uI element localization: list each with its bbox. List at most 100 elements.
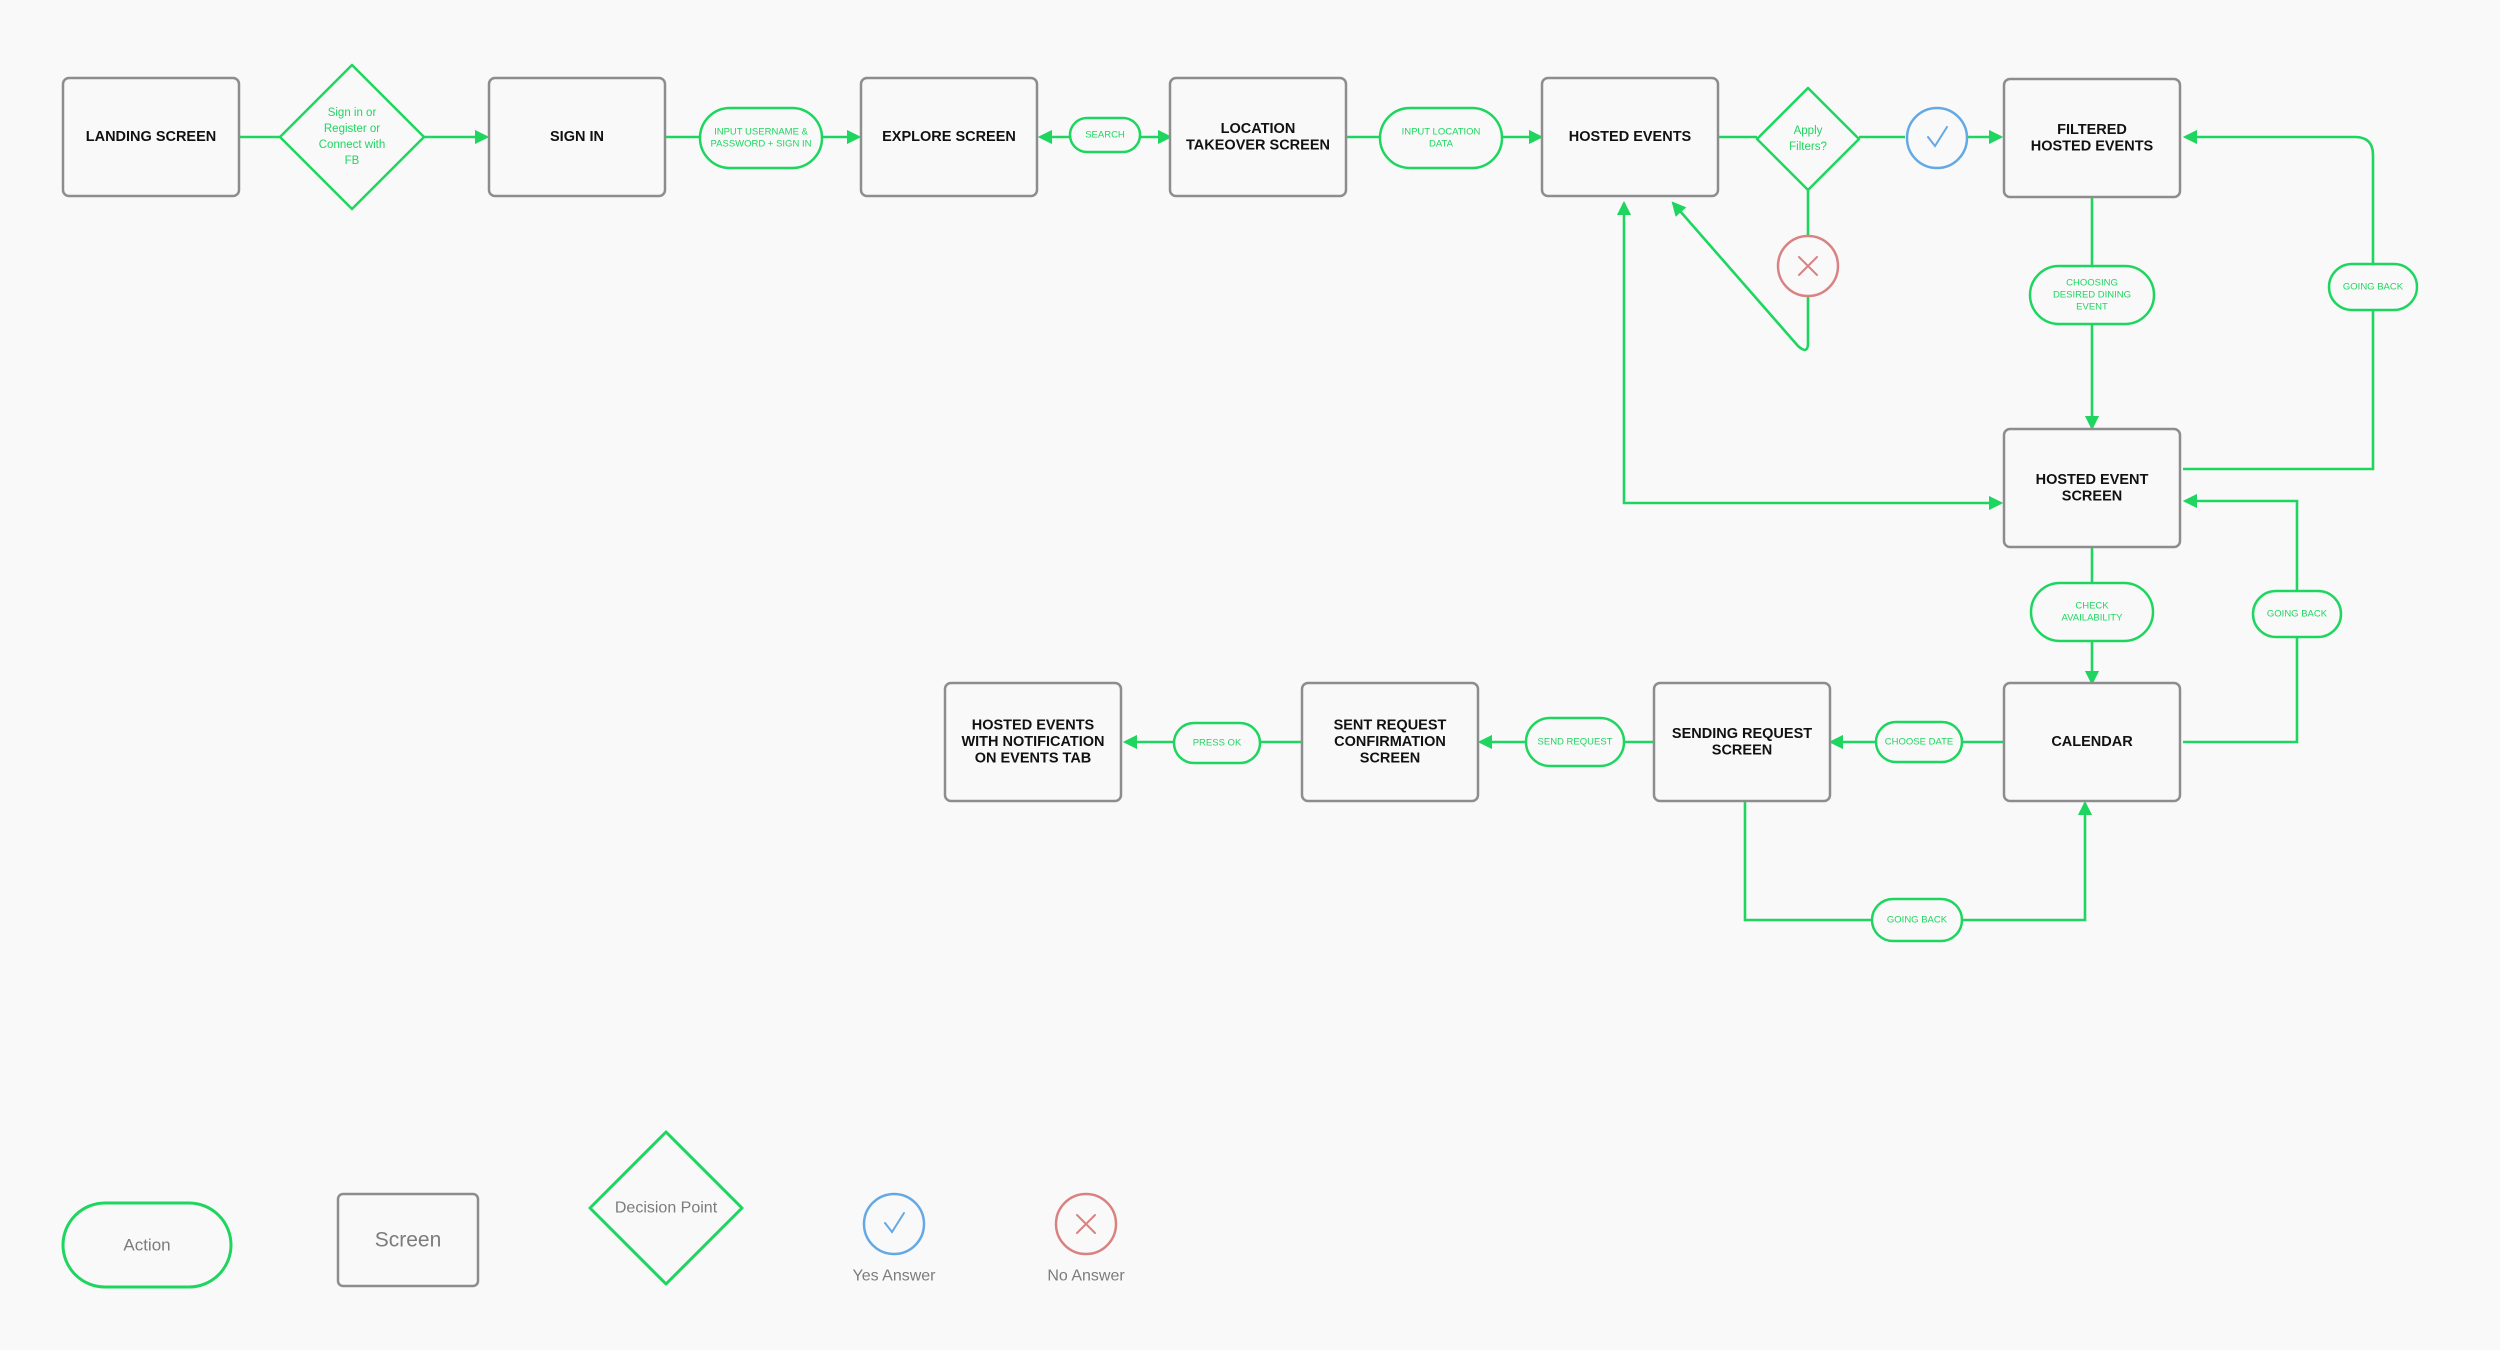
legend-no-label: No Answer — [1047, 1268, 1125, 1285]
input-location-label: INPUT LOCATION — [1402, 127, 1481, 138]
signin-decision-label: Connect with — [319, 139, 385, 151]
connector-sending-to-going-back-3 — [1743, 800, 1872, 922]
hosted-notification-label: ON EVENTS TAB — [975, 751, 1092, 767]
choose-date-action-pill — [1874, 720, 1964, 764]
legend-yes-label: Yes Answer — [852, 1268, 936, 1285]
going-back-3-label: GOING BACK — [1887, 915, 1948, 926]
choosing-label: DESIRED DINING — [2053, 290, 2131, 301]
input-location-action-pill — [1378, 106, 1504, 170]
node-input-user: INPUT USERNAME &PASSWORD + SIGN IN — [698, 106, 824, 170]
node-no-answer — [1776, 234, 1840, 298]
sent-confirmation-label: SENT REQUEST — [1334, 718, 1447, 734]
check-availability-label: AVAILABILITY — [2062, 613, 2124, 624]
connector-going-back-1-to-filtered — [2182, 129, 2375, 264]
going-back-1-action-pill — [2327, 262, 2419, 312]
node-going-back-2: GOING BACK — [2251, 589, 2343, 639]
going-back-3-action-pill — [1870, 897, 1964, 943]
x-icon — [1076, 1214, 1096, 1234]
explore-screen-box — [859, 76, 1039, 198]
node-yes-answer — [1905, 106, 1969, 170]
input-user-label: PASSWORD + SIGN IN — [711, 139, 812, 150]
explore-label: EXPLORE SCREEN — [882, 129, 1016, 145]
landing-screen-box — [61, 76, 241, 198]
yes-answer-circle — [1905, 106, 1969, 170]
apply-filters-decision-diamond — [1755, 86, 1861, 192]
node-going-back-3: GOING BACK — [1870, 897, 1964, 943]
filtered-label: FILTERED — [2057, 122, 2127, 138]
hosted-event-screen-label: SCREEN — [2062, 488, 2122, 504]
choosing-label: CHOOSING — [2066, 278, 2118, 289]
node-search: SEARCH — [1068, 116, 1142, 154]
connector-going-back-3-to-calendar — [1962, 800, 2093, 922]
hosted-notification-screen-box — [943, 681, 1123, 803]
sending-request-label: SENDING REQUEST — [1672, 726, 1812, 742]
check-availability-label: CHECK — [2075, 601, 2109, 612]
signin-label: SIGN IN — [550, 129, 604, 145]
check-icon — [1927, 126, 1948, 148]
legend-action-label: Action — [123, 1236, 170, 1255]
send-request-action-pill — [1524, 716, 1626, 768]
press-ok-label: PRESS OK — [1193, 738, 1242, 749]
legend-action-pill — [61, 1201, 233, 1289]
legend-decision-diamond — [588, 1130, 744, 1286]
sending-request-label: SCREEN — [1712, 742, 1772, 758]
node-choose-date: CHOOSE DATE — [1874, 720, 1964, 764]
apply-filters-label: Apply — [1794, 125, 1823, 137]
press-ok-action-pill — [1172, 721, 1262, 765]
connector-going-back-2-to-event-screen — [2182, 493, 2299, 591]
check-icon — [884, 1212, 905, 1234]
filtered-screen-box — [2002, 77, 2182, 199]
sent-confirmation-label: SCREEN — [1360, 751, 1420, 767]
sent-confirmation-screen-box — [1300, 681, 1480, 803]
node-hosted-events: HOSTED EVENTS — [1540, 76, 1720, 198]
legend-screen-label: Screen — [375, 1229, 442, 1252]
node-explore: EXPLORE SCREEN — [859, 76, 1039, 198]
hosted-notification-label: WITH NOTIFICATION — [961, 734, 1104, 750]
input-user-action-pill — [698, 106, 824, 170]
filtered-label: HOSTED EVENTS — [2031, 138, 2154, 154]
signin-decision-label: Sign in or — [328, 107, 377, 119]
flow-connectors — [240, 129, 2375, 922]
search-label: SEARCH — [1085, 130, 1125, 141]
node-signin: SIGN IN — [487, 76, 667, 198]
signin-decision-label: FB — [345, 155, 360, 167]
landing-label: LANDING SCREEN — [86, 129, 217, 145]
search-action-pill — [1068, 116, 1142, 154]
going-back-2-label: GOING BACK — [2267, 609, 2328, 620]
signin-screen-box — [487, 76, 667, 198]
choose-date-label: CHOOSE DATE — [1885, 737, 1953, 748]
node-going-back-1: GOING BACK — [2327, 262, 2419, 312]
sent-confirmation-label: CONFIRMATION — [1334, 734, 1446, 750]
choosing-label: EVENT — [2076, 302, 2108, 313]
node-send-request: SEND REQUEST — [1524, 716, 1626, 768]
choosing-action-pill — [2028, 264, 2156, 326]
hosted-notification-label: HOSTED EVENTS — [972, 718, 1095, 734]
node-press-ok: PRESS OK — [1172, 721, 1262, 765]
connector-calendar-to-going-back-2 — [2183, 637, 2299, 744]
legend-screen-box — [336, 1192, 480, 1288]
legend-yes-circle — [862, 1192, 926, 1256]
hosted-event-screen-screen-box — [2002, 427, 2182, 549]
send-request-label: SEND REQUEST — [1538, 737, 1613, 748]
hosted-event-screen-label: HOSTED EVENT — [2036, 472, 2149, 488]
going-back-1-label: GOING BACK — [2343, 282, 2404, 293]
node-calendar: CALENDAR — [2002, 681, 2182, 803]
going-back-2-action-pill — [2251, 589, 2343, 639]
connector-hosted-to-event-screen — [1616, 200, 2004, 511]
input-location-label: DATA — [1429, 139, 1454, 150]
node-landing: LANDING SCREEN — [61, 76, 241, 198]
location-screen-box — [1168, 76, 1348, 198]
